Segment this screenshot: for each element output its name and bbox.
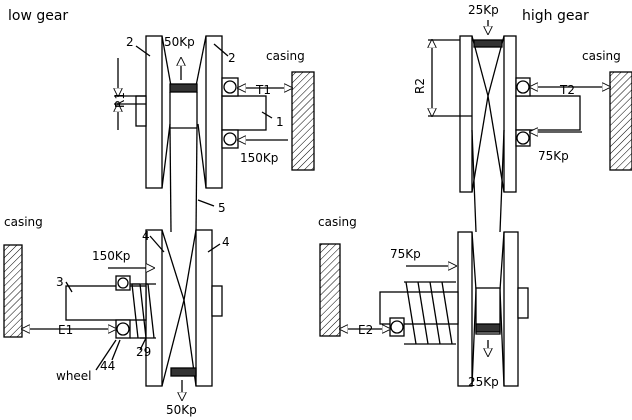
lower-left-sheave [145, 229, 163, 387]
part-2-left-label: 2 [126, 35, 134, 49]
r2-label: R2 [413, 78, 427, 94]
upper-belt-section [169, 83, 198, 93]
casing-bottom-right [319, 243, 341, 337]
force-bottom-high-label: 25Kp [468, 375, 499, 389]
lower-right-sheave [195, 229, 213, 387]
force-bottom-low-label: 50Kp [166, 403, 197, 417]
belt-5 [169, 127, 198, 233]
casing-bottom-left [3, 244, 23, 338]
casing-bottom-low-label: casing [4, 215, 43, 229]
e2-label: E2 [358, 323, 373, 337]
lower-pulley-high [379, 231, 529, 387]
part-29-label: 29 [136, 345, 151, 359]
high-gear-assembly [319, 20, 632, 387]
part-4-right-label: 4 [222, 235, 230, 249]
low-gear-assembly [3, 35, 315, 400]
force-top-high-label: 25Kp [468, 3, 499, 17]
casing-top-left [291, 71, 315, 171]
r1-label: R1 [113, 92, 127, 108]
upper-belt-section-high [473, 39, 503, 48]
force-150-left-label: 150Kp [92, 249, 130, 263]
part-5-label: 5 [218, 201, 226, 215]
upper-left-sheave [145, 35, 163, 189]
casing-bottom-high-label: casing [318, 215, 357, 229]
low-gear-title: low gear [8, 8, 68, 24]
wheel-label: wheel [56, 369, 92, 383]
force-top-low-label: 50Kp [164, 35, 195, 49]
shaft-high-upper [515, 95, 581, 131]
lower-pulley [65, 229, 223, 387]
upper-pulley-high [459, 35, 581, 193]
lower-belt-section-high [475, 323, 501, 333]
lower-belt-section [170, 367, 197, 377]
e1-label: E1 [58, 323, 73, 337]
part-3-label: 3 [56, 275, 64, 289]
part-44-label: 44 [100, 359, 115, 373]
casing-top-low-label: casing [266, 49, 305, 63]
high-gear-title: high gear [522, 8, 589, 24]
force-75-right-label: 75Kp [538, 149, 569, 163]
force-150-right-label: 150Kp [240, 151, 278, 165]
part-4-left-label: 4 [142, 229, 150, 243]
spring-high [405, 281, 453, 345]
casing-top-high-label: casing [582, 49, 621, 63]
casing-top-right [609, 71, 632, 171]
shaft-1 [221, 95, 267, 131]
upper-pulley [135, 35, 267, 189]
upper-right-sheave [205, 35, 223, 189]
t2-label: T2 [559, 83, 575, 97]
force-75-left-label: 75Kp [390, 247, 421, 261]
part-1-label: 1 [276, 115, 284, 129]
t1-label: T1 [255, 83, 271, 97]
part-2-right-label: 2 [228, 51, 236, 65]
